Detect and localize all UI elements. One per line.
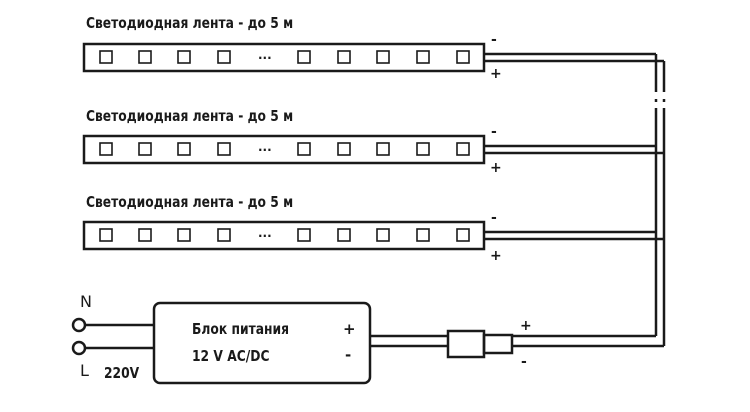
connector-large-block bbox=[446, 329, 486, 359]
connector-plus-label: + bbox=[520, 318, 532, 334]
led-cell bbox=[138, 142, 152, 156]
psu-to-connector bbox=[370, 334, 448, 348]
led-strip-2-body bbox=[82, 134, 486, 165]
led-cell bbox=[177, 50, 191, 64]
strip-2-minus-label: - bbox=[491, 124, 497, 140]
led-cell bbox=[456, 50, 470, 64]
strip-2-title: Светодиодная лента - до 5 м bbox=[86, 107, 294, 125]
connector-minus-label: - bbox=[521, 354, 527, 370]
power-supply-spec: 12 V AC/DC bbox=[192, 347, 270, 365]
strip-1-title: Светодиодная лента - до 5 м bbox=[86, 14, 294, 32]
strip-1-minus-label: - bbox=[491, 32, 497, 48]
led-cell bbox=[456, 142, 470, 156]
led-cell bbox=[416, 142, 430, 156]
led-cell bbox=[376, 142, 390, 156]
led-cell bbox=[217, 228, 231, 242]
strip-3-ellipsis: ... bbox=[258, 226, 272, 240]
led-cell bbox=[217, 142, 231, 156]
mains-n-label: N bbox=[80, 292, 92, 311]
led-cell bbox=[456, 228, 470, 242]
led-cell bbox=[376, 228, 390, 242]
led-cell bbox=[99, 228, 113, 242]
strip-3-wires bbox=[484, 230, 664, 241]
strip-2-ellipsis: ... bbox=[258, 140, 272, 154]
led-cell bbox=[416, 50, 430, 64]
mains-l-terminal bbox=[71, 340, 87, 356]
led-cell bbox=[297, 228, 311, 242]
led-cell bbox=[138, 228, 152, 242]
strip-2-wires bbox=[484, 144, 664, 155]
led-strip-1-body bbox=[82, 42, 486, 73]
led-cell bbox=[297, 50, 311, 64]
led-cell bbox=[416, 228, 430, 242]
led-cell bbox=[337, 228, 351, 242]
mains-n-terminal bbox=[71, 317, 87, 333]
mains-voltage-label: 220V bbox=[104, 364, 140, 382]
connector-small-block bbox=[482, 333, 514, 355]
led-cell bbox=[337, 50, 351, 64]
mains-l-label: L bbox=[80, 361, 89, 380]
strip-2-plus-label: + bbox=[490, 160, 502, 176]
strip-1-plus-label: + bbox=[490, 66, 502, 82]
power-supply-minus-label: - bbox=[345, 346, 352, 364]
led-cell bbox=[99, 50, 113, 64]
led-strip-3-body bbox=[82, 220, 486, 251]
bus-to-connector bbox=[512, 334, 664, 348]
led-cell bbox=[337, 142, 351, 156]
strip-3-title: Светодиодная лента - до 5 м bbox=[86, 193, 294, 211]
strip-3-minus-label: - bbox=[491, 210, 497, 226]
led-cell bbox=[297, 142, 311, 156]
strip-3-plus-label: + bbox=[490, 248, 502, 264]
led-cell bbox=[177, 228, 191, 242]
power-supply-box bbox=[152, 301, 372, 385]
led-cell bbox=[217, 50, 231, 64]
led-cell bbox=[177, 142, 191, 156]
led-cell bbox=[376, 50, 390, 64]
led-cell bbox=[99, 142, 113, 156]
strip-1-ellipsis: ... bbox=[258, 48, 272, 62]
mains-wires bbox=[85, 323, 154, 350]
power-supply-plus-label: + bbox=[343, 320, 356, 338]
strip-1-wires bbox=[484, 52, 664, 63]
led-cell bbox=[138, 50, 152, 64]
power-supply-name: Блок питания bbox=[192, 320, 290, 338]
